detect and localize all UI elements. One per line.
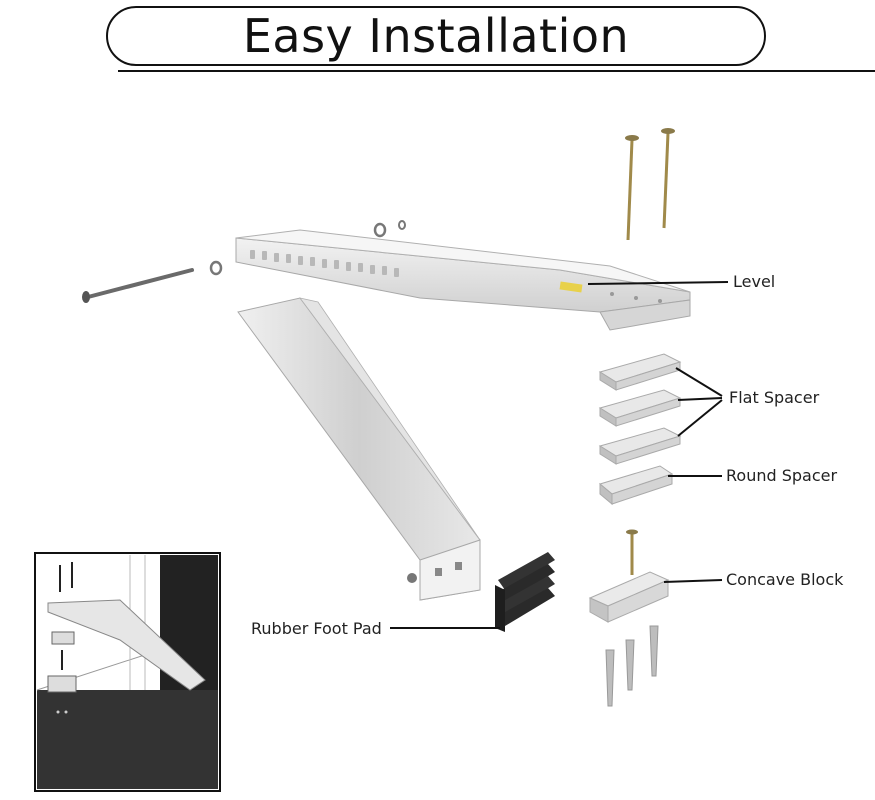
wood-screws (625, 128, 675, 241)
title-underline (118, 70, 768, 72)
washer (209, 220, 406, 276)
flat-spacer-2 (598, 389, 682, 427)
label-flat-spacer: Flat Spacer (729, 388, 820, 407)
leader-lines (390, 281, 729, 629)
flat-spacer-1 (598, 353, 682, 391)
long-bolt (82, 268, 194, 303)
concave-block (588, 529, 670, 623)
label-level: Level (733, 272, 776, 291)
rubber-foot-pad (495, 552, 555, 632)
level-bubble (559, 281, 583, 293)
flat-spacer-3 (598, 427, 682, 465)
label-round-spacer: Round Spacer (726, 466, 838, 485)
title-underline-right (766, 70, 875, 72)
support-brace (237, 297, 481, 601)
label-rubber-foot-pad: Rubber Foot Pad (251, 619, 382, 638)
round-spacer (598, 465, 674, 506)
label-concave-block: Concave Block (726, 570, 844, 589)
inset-installed-view (34, 552, 221, 792)
horizontal-bracket (235, 229, 691, 331)
page-title: Easy Installation (242, 9, 630, 63)
title-pill (106, 6, 766, 66)
wall-anchors (605, 625, 659, 707)
